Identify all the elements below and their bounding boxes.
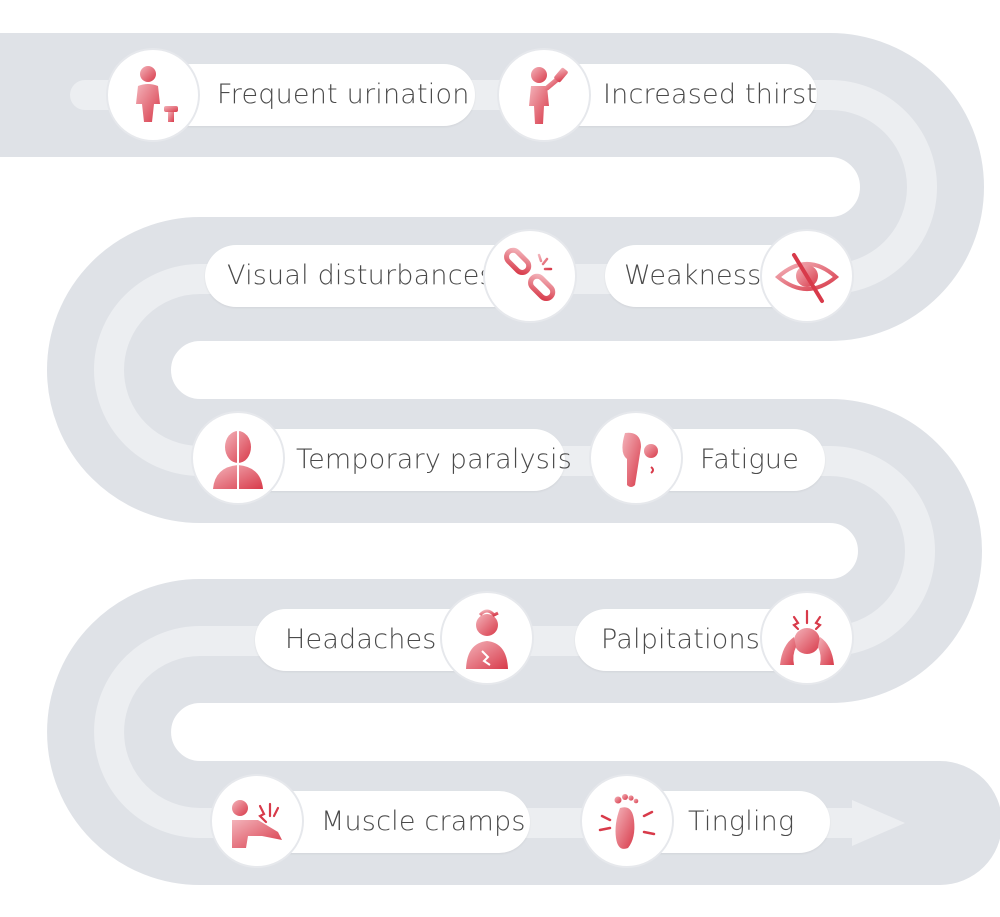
half-face-icon — [213, 429, 263, 489]
circle-tingling — [580, 774, 674, 868]
cramp-icon — [232, 800, 282, 848]
crossed-eye-icon — [774, 253, 840, 303]
label-headaches: Headaches — [285, 624, 437, 655]
label-weakness: Weakness — [624, 260, 762, 291]
pill-temporary-paralysis — [240, 429, 565, 491]
head-pain-icon — [780, 609, 834, 665]
label-tingling: Tingling — [688, 806, 795, 837]
pill-increased-thirst — [550, 64, 817, 126]
circle-palpitations — [760, 591, 854, 685]
label-fatigue: Fatigue — [700, 444, 800, 475]
label-palpitations: Palpitations — [601, 624, 761, 655]
drinking-icon — [529, 67, 568, 124]
label-visual-disturbances: Visual disturbances — [227, 260, 494, 291]
broken-chain-icon — [504, 247, 556, 301]
circle-headaches — [440, 591, 534, 685]
urination-icon — [136, 66, 178, 122]
label-frequent-urination: Frequent urination — [217, 79, 470, 110]
foot-tingle-icon — [598, 794, 656, 849]
pill-visual-disturbances — [205, 245, 525, 307]
circle-fatigue — [589, 411, 683, 505]
circle-muscle-cramps — [210, 774, 304, 868]
label-increased-thirst: Increased thirst — [603, 79, 818, 110]
circle-weakness — [760, 229, 854, 323]
circle-visual-disturbances — [483, 229, 577, 323]
label-muscle-cramps: Muscle cramps — [321, 806, 526, 837]
pill-frequent-urination — [160, 64, 475, 126]
heavy-arm-icon — [622, 432, 658, 487]
circle-temporary-paralysis — [191, 411, 285, 505]
arrow-head-icon — [852, 800, 905, 846]
circle-increased-thirst — [497, 48, 591, 142]
label-temporary-paralysis: Temporary paralysis — [296, 444, 573, 475]
circle-frequent-urination — [106, 48, 200, 142]
sick-person-icon — [466, 609, 508, 669]
pill-muscle-cramps — [260, 791, 530, 853]
